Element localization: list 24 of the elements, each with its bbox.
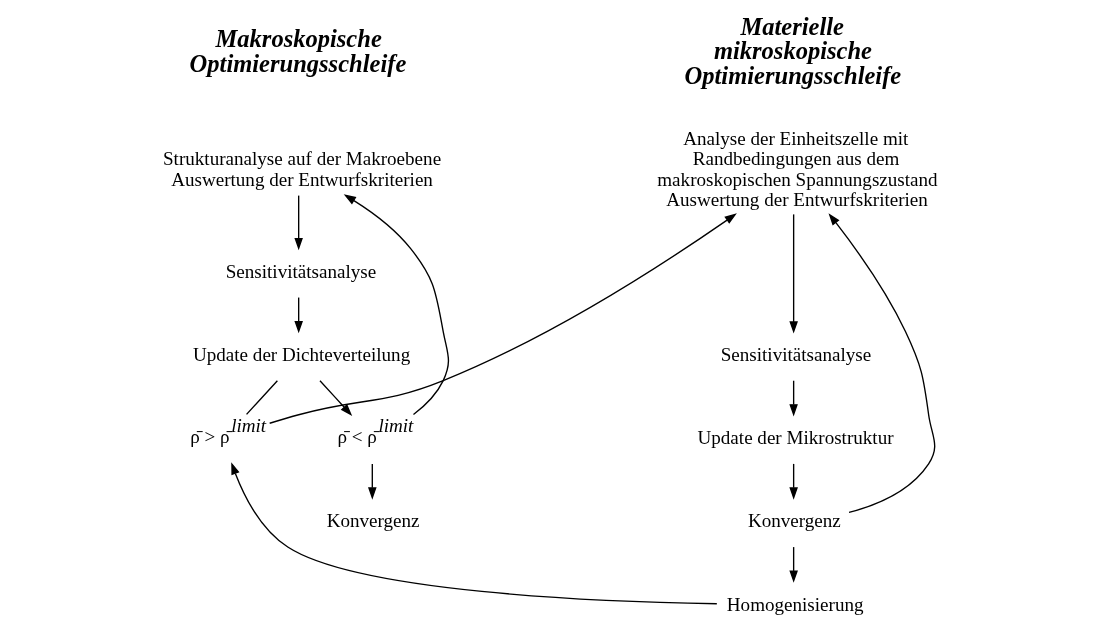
arrow	[789, 213, 798, 334]
arrow	[828, 213, 936, 514]
arrow	[789, 380, 798, 417]
node-text: Strukturanalyse auf der Makroebene Auswertung der Entwurfskriterien	[163, 148, 442, 190]
node-text: Update der Dichteverteilung	[193, 344, 411, 366]
node-text: Analyse der Einheitszelle mit Randbedingungen aus dem makroskopischen Spannungszustand Auswertung der Entwurfskriterien	[657, 128, 938, 211]
arrow	[789, 463, 798, 500]
arrow	[343, 194, 450, 416]
label: Makroskopische Optimierungsschleife	[189, 25, 407, 77]
arrow	[789, 546, 798, 583]
node-text: Sensitivitätsanalyse	[225, 260, 377, 282]
connector	[245, 380, 279, 416]
label: Materielle mikroskopische Optimierungsschleife	[684, 12, 902, 89]
arrow	[319, 380, 353, 416]
arrow	[269, 213, 737, 424]
node-text: Sensitivitätsanalyse	[720, 344, 872, 366]
node-text: Homogenisierung	[726, 593, 864, 615]
arrow	[294, 194, 303, 251]
node-text: Update der Mikrostruktur	[697, 427, 894, 449]
arrow	[294, 296, 303, 334]
arrow	[368, 463, 377, 500]
arrow	[231, 462, 718, 605]
node-text: Konvergenz	[326, 510, 420, 532]
node-text: Konvergenz	[747, 510, 841, 532]
